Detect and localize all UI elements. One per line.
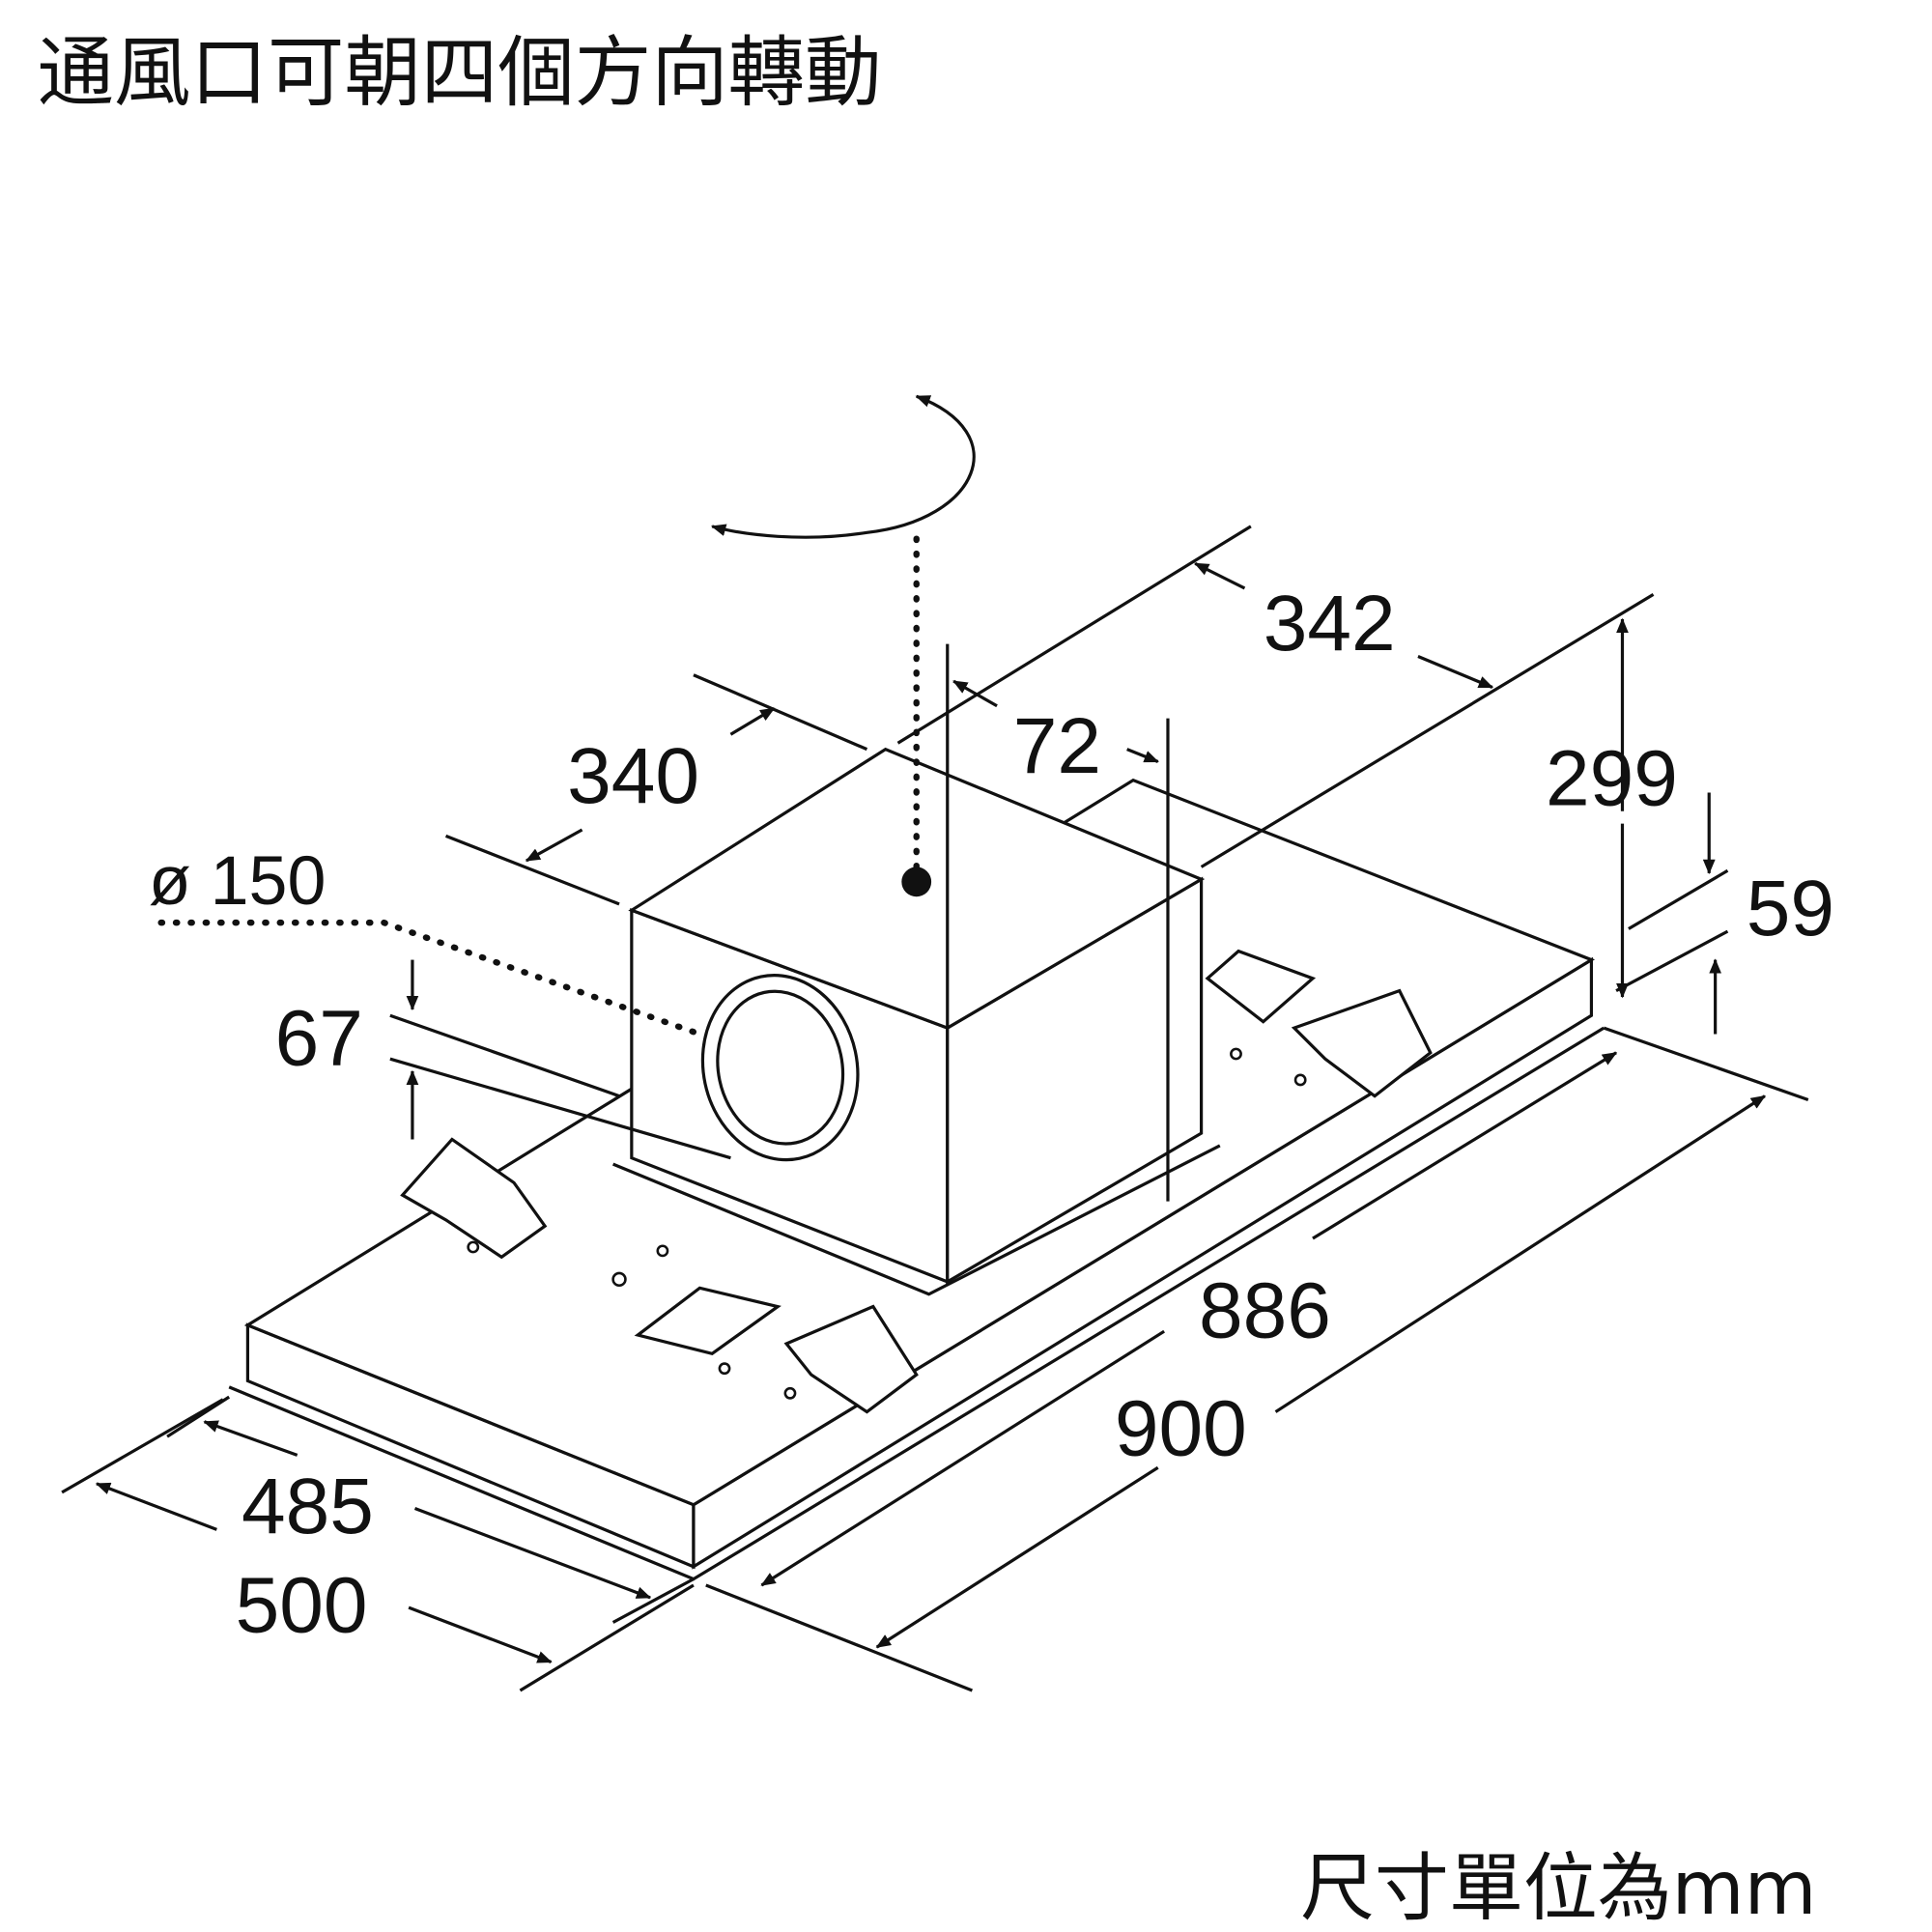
dimension-lines bbox=[61, 525, 1809, 1692]
dim-900: 900 bbox=[1115, 1384, 1247, 1472]
dim-500: 500 bbox=[236, 1562, 368, 1650]
panel-cover-plate bbox=[634, 1286, 781, 1356]
dim-340: 340 bbox=[567, 732, 699, 820]
mounting-bracket bbox=[400, 988, 1433, 1414]
dimension-labels: 340 72 342 299 59 ø 150 67 886 900 485 5… bbox=[149, 580, 1834, 1650]
dim-342: 342 bbox=[1264, 580, 1396, 668]
dim-diameter-150: ø 150 bbox=[149, 842, 327, 920]
diagram-title: 通風口可朝四個方向轉動 bbox=[37, 28, 881, 118]
duct-outlet bbox=[700, 974, 860, 1162]
dim-72: 72 bbox=[1013, 702, 1101, 790]
dim-299: 299 bbox=[1546, 734, 1678, 822]
panel-cover-plate bbox=[1205, 949, 1317, 1024]
dim-59: 59 bbox=[1747, 865, 1834, 952]
rotation-arrow-icon bbox=[157, 394, 976, 1037]
dim-485: 485 bbox=[242, 1463, 374, 1550]
unit-note: 尺寸單位為mm bbox=[1300, 1846, 1816, 1932]
dim-67: 67 bbox=[275, 995, 363, 1083]
dim-886: 886 bbox=[1199, 1267, 1331, 1355]
